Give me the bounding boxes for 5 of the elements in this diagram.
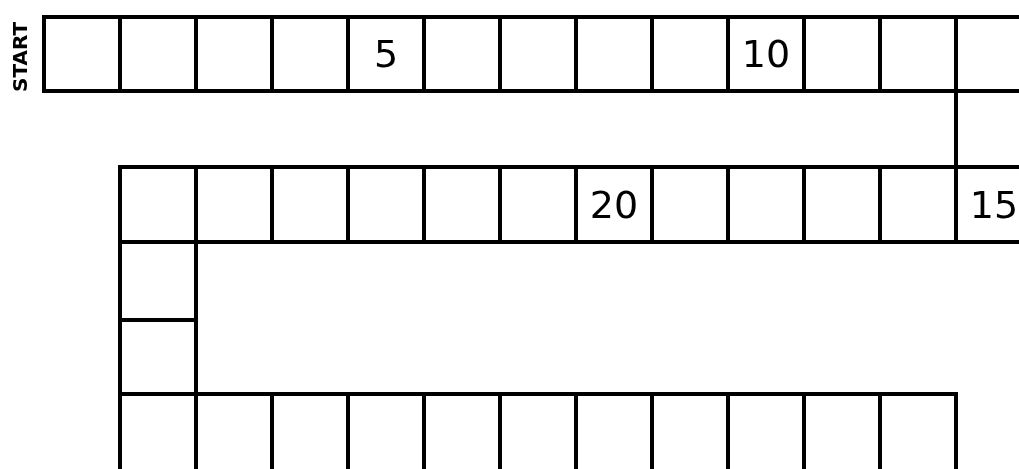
square-number: 20: [589, 185, 639, 224]
square-number: 10: [741, 35, 791, 73]
square-number: 5: [373, 35, 399, 73]
start-label: START: [8, 21, 32, 92]
square-number: 15: [969, 185, 1019, 224]
